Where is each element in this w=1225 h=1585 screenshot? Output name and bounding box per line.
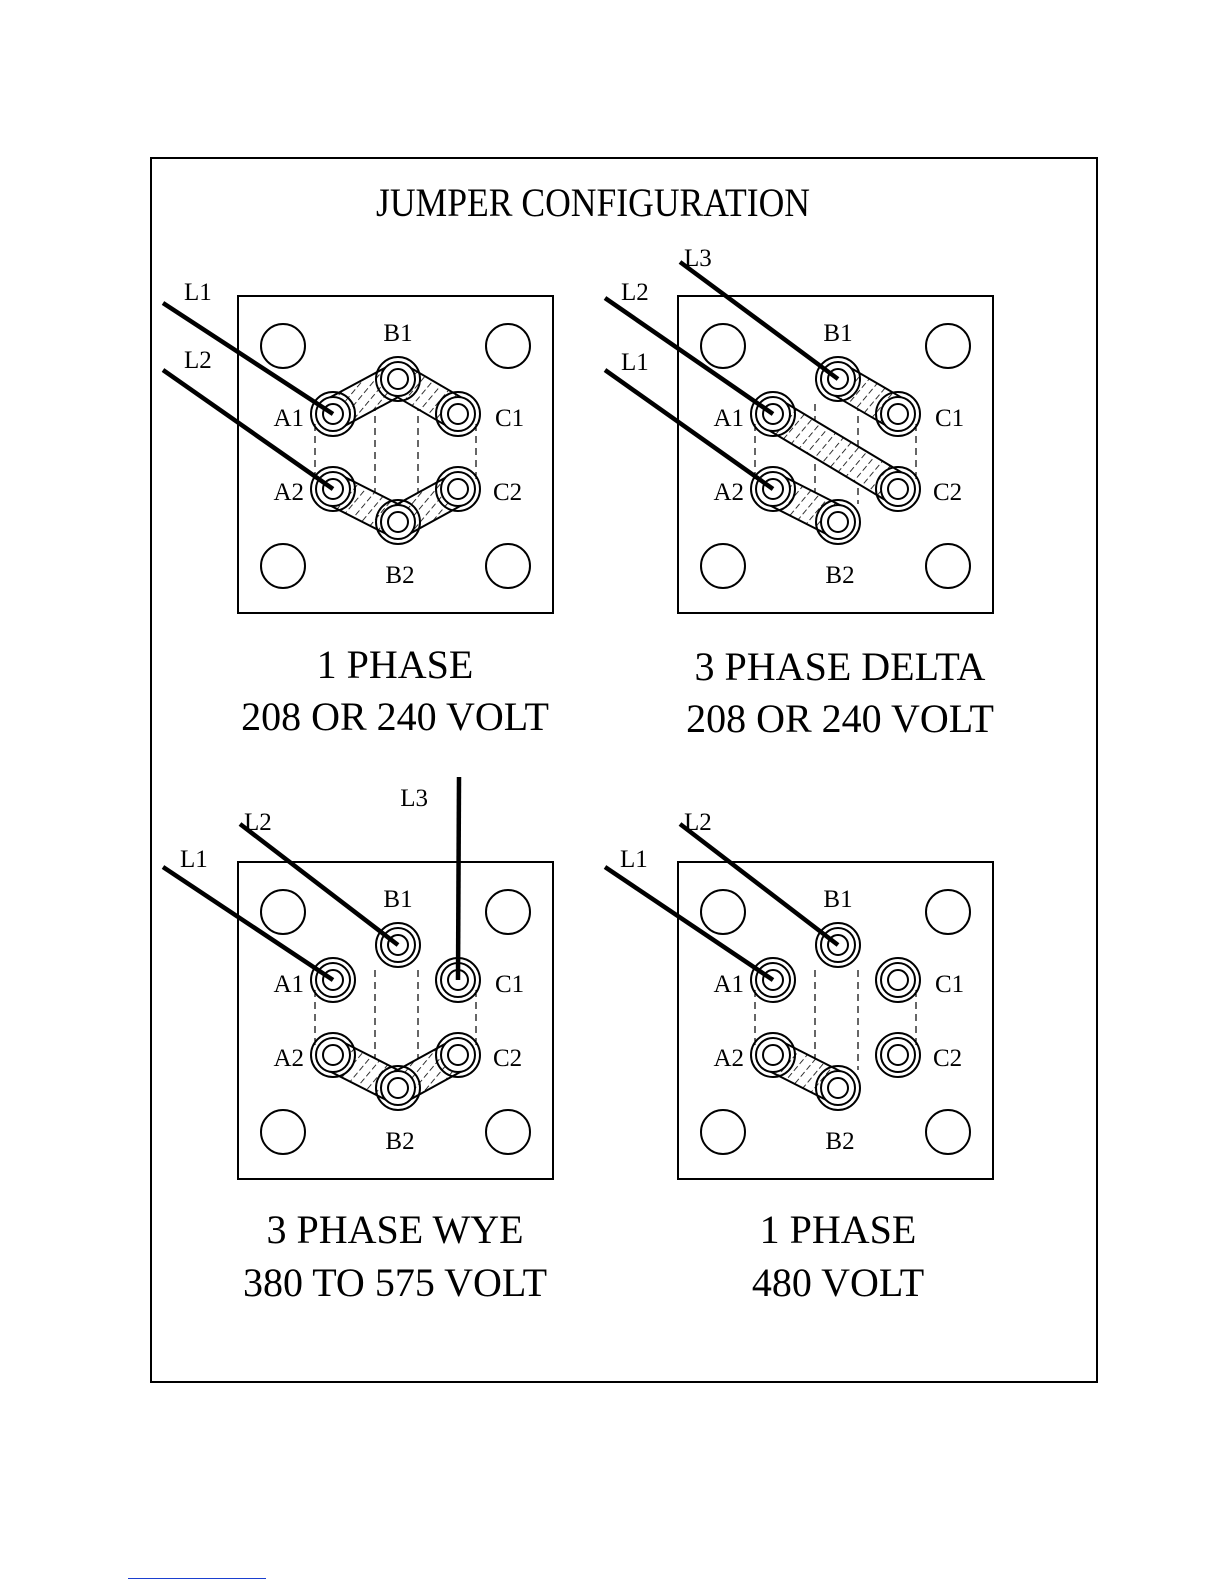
caption-phase: 1 PHASE bbox=[317, 642, 474, 687]
lead-label: L2 bbox=[184, 347, 212, 374]
terminal-label-a2: A2 bbox=[713, 479, 744, 506]
terminal-label-c1: C1 bbox=[935, 971, 964, 998]
caption-voltage: 480 VOLT bbox=[752, 1260, 924, 1305]
footer-link-underline bbox=[128, 1578, 266, 1579]
terminal-c2 bbox=[436, 467, 480, 511]
caption-phase: 3 PHASE WYE bbox=[266, 1207, 523, 1252]
lead-label: L1 bbox=[180, 846, 208, 873]
terminal-b1 bbox=[376, 357, 420, 401]
terminal-label-b1: B1 bbox=[383, 320, 412, 347]
terminal-b2 bbox=[816, 500, 860, 544]
terminal-c1 bbox=[876, 958, 920, 1002]
lead-label: L1 bbox=[184, 279, 212, 306]
lead-label: L2 bbox=[244, 809, 272, 836]
terminal-label-b1: B1 bbox=[823, 320, 852, 347]
terminal-label-c1: C1 bbox=[495, 971, 524, 998]
caption-voltage: 208 OR 240 VOLT bbox=[241, 694, 549, 739]
terminal-label-a2: A2 bbox=[713, 1045, 744, 1072]
caption-voltage: 208 OR 240 VOLT bbox=[686, 696, 994, 741]
caption-phase: 1 PHASE bbox=[760, 1207, 917, 1252]
terminal-label-b2: B2 bbox=[385, 562, 414, 589]
lead-label: L1 bbox=[621, 349, 649, 376]
terminal-c1 bbox=[876, 392, 920, 436]
terminal-label-a1: A1 bbox=[273, 405, 304, 432]
terminal-c2 bbox=[436, 1033, 480, 1077]
terminal-b2 bbox=[376, 1066, 420, 1110]
lead-label: L3 bbox=[684, 245, 712, 272]
lead-label: L1 bbox=[620, 846, 648, 873]
terminal-label-c2: C2 bbox=[493, 479, 522, 506]
terminal-label-a2: A2 bbox=[273, 1045, 304, 1072]
terminal-c2 bbox=[876, 467, 920, 511]
terminal-label-c2: C2 bbox=[933, 1045, 962, 1072]
terminal-label-a1: A1 bbox=[273, 971, 304, 998]
terminal-label-b2: B2 bbox=[385, 1128, 414, 1155]
terminal-label-a2: A2 bbox=[273, 479, 304, 506]
terminal-label-a1: A1 bbox=[713, 405, 744, 432]
diagram-title: JUMPER CONFIGURATION bbox=[376, 180, 810, 225]
terminal-label-b1: B1 bbox=[383, 886, 412, 913]
terminal-label-c1: C1 bbox=[935, 405, 964, 432]
terminal-label-c2: C2 bbox=[933, 479, 962, 506]
caption-voltage: 380 TO 575 VOLT bbox=[243, 1260, 547, 1305]
terminal-c1 bbox=[436, 392, 480, 436]
terminal-label-c2: C2 bbox=[493, 1045, 522, 1072]
lead-label: L3 bbox=[400, 785, 428, 812]
terminal-a2 bbox=[311, 1033, 355, 1077]
lead-label: L2 bbox=[684, 809, 712, 836]
lead-label: L2 bbox=[621, 279, 649, 306]
terminal-c2 bbox=[876, 1033, 920, 1077]
terminal-label-b2: B2 bbox=[825, 1128, 854, 1155]
terminal-label-c1: C1 bbox=[495, 405, 524, 432]
terminal-label-a1: A1 bbox=[713, 971, 744, 998]
caption-phase: 3 PHASE DELTA bbox=[695, 644, 986, 689]
terminal-a2 bbox=[751, 1033, 795, 1077]
terminal-label-b1: B1 bbox=[823, 886, 852, 913]
terminal-b2 bbox=[816, 1066, 860, 1110]
terminal-label-b2: B2 bbox=[825, 562, 854, 589]
terminal-b2 bbox=[376, 500, 420, 544]
